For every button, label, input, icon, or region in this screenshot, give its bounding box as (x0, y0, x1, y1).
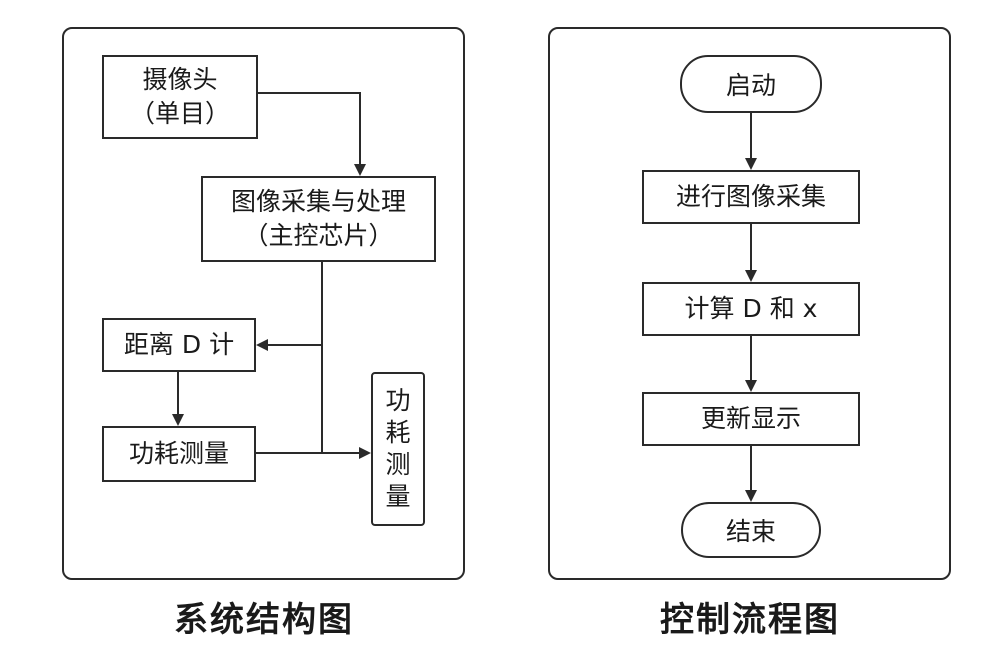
side-power-char: 测 (385, 450, 411, 479)
processor-sublabel: （主控芯片） (243, 221, 394, 250)
camera-sublabel: （单目） (129, 99, 230, 128)
side-power-char: 功 (385, 386, 411, 415)
capture-step-box: 进行图像采集 (642, 170, 860, 224)
update-step-box: 更新显示 (642, 392, 860, 446)
compute-step-label: 计算 D 和 x (684, 294, 818, 323)
power-label: 功耗测量 (128, 439, 229, 468)
start-terminal: 启动 (680, 55, 822, 113)
end-label: 结束 (725, 517, 776, 546)
processor-box: 图像采集与处理 （主控芯片） (201, 176, 436, 262)
start-label: 启动 (725, 71, 776, 100)
side-power-char: 耗 (385, 418, 411, 447)
side-power-box: 功 耗 测 量 (371, 372, 425, 526)
update-step-label: 更新显示 (700, 404, 801, 433)
control-flow-caption: 控制流程图 (660, 600, 840, 640)
capture-step-label: 进行图像采集 (675, 182, 826, 211)
distance-box: 距离 D 计 (102, 318, 256, 372)
compute-step-box: 计算 D 和 x (642, 282, 860, 336)
end-terminal: 结束 (681, 502, 821, 558)
distance-label: 距离 D 计 (123, 330, 235, 359)
processor-label: 图像采集与处理 (230, 187, 406, 216)
camera-label: 摄像头 (142, 65, 218, 94)
camera-box: 摄像头 （单目） (102, 55, 258, 139)
power-box: 功耗测量 (102, 426, 256, 482)
system-diagram-caption: 系统结构图 (174, 600, 354, 640)
side-power-char: 量 (385, 482, 411, 511)
